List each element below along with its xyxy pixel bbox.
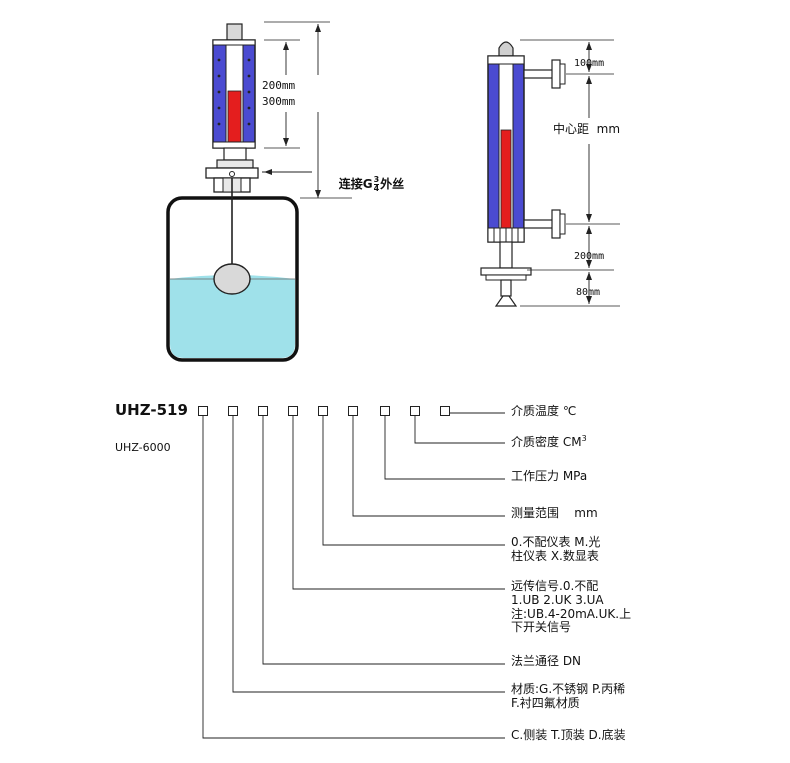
option-text: 0.不配仪表 M.光 柱仪表 X.数显表 (511, 535, 601, 563)
option-label: 0.不配仪表 M.光 柱仪表 X.数显表 (511, 535, 601, 564)
option-text: 测量范围 mm (511, 506, 598, 520)
fraction-denominator: 4 (373, 183, 380, 193)
connection-suffix: 外丝 (380, 176, 405, 191)
alt-model-code: UHZ-6000 (115, 441, 171, 454)
option-label: 法兰通径 DN (511, 654, 582, 669)
liquid-column (500, 129, 512, 229)
leader-line (292, 416, 505, 590)
option-text: 法兰通径 DN (511, 654, 582, 668)
center-distance-label: 中心距 mm (553, 122, 621, 136)
option-label: 介质密度 CM3 (511, 434, 587, 450)
dim-100-label: 100mm (574, 58, 605, 69)
leader-line (384, 416, 505, 480)
option-label: C.侧装 T.顶装 D.底装 (511, 728, 626, 743)
option-label: 远传信号.0.不配 1.UB 2.UK 3.UA 注:UB.4-20mA.UK.… (511, 579, 632, 635)
option-superscript: 3 (581, 434, 587, 443)
dim-200-label: 200mm (262, 79, 296, 92)
option-label: 材质:G.不锈钢 P.丙稀 F.衬四氟材质 (511, 682, 626, 711)
code-box (318, 406, 328, 416)
code-box (198, 406, 208, 416)
code-leader-lines (202, 412, 505, 739)
option-text: 远传信号.0.不配 1.UB 2.UK 3.UA 注:UB.4-20mA.UK.… (511, 579, 632, 635)
option-text: 工作压力 MPa (511, 469, 588, 483)
leader-line (262, 416, 505, 665)
code-box (440, 406, 450, 416)
dim-200-right-label: 200mm (574, 251, 605, 262)
option-text: C.侧装 T.顶装 D.底装 (511, 728, 626, 742)
code-box (288, 406, 298, 416)
leader-line (322, 416, 505, 546)
float-ball (213, 263, 251, 295)
leader-line (202, 416, 505, 739)
side-mounted-gauge (480, 39, 620, 307)
leader-line (352, 416, 505, 517)
option-label: 测量范围 mm (511, 506, 598, 521)
connection-prefix: 连接G (338, 176, 373, 191)
leader-line (232, 416, 505, 693)
code-box (410, 406, 420, 416)
model-code: UHZ-519 (115, 401, 188, 419)
code-box (228, 406, 238, 416)
option-text: 材质:G.不锈钢 P.丙稀 F.衬四氟材质 (511, 682, 626, 710)
dim-80-label: 80mm (576, 287, 601, 298)
top-mounted-gauge (166, 21, 352, 362)
dim-300-label: 300mm (262, 95, 296, 108)
code-box (348, 406, 358, 416)
code-box (258, 406, 268, 416)
code-box (380, 406, 390, 416)
liquid-column (227, 90, 242, 143)
option-label: 介质温度 ℃ (511, 404, 577, 419)
option-label: 工作压力 MPa (511, 469, 588, 484)
fraction-numerator: 3 (373, 174, 380, 185)
option-text: 介质密度 CM (511, 435, 582, 449)
leader-line (414, 416, 505, 444)
option-text: 介质温度 ℃ (511, 404, 577, 418)
